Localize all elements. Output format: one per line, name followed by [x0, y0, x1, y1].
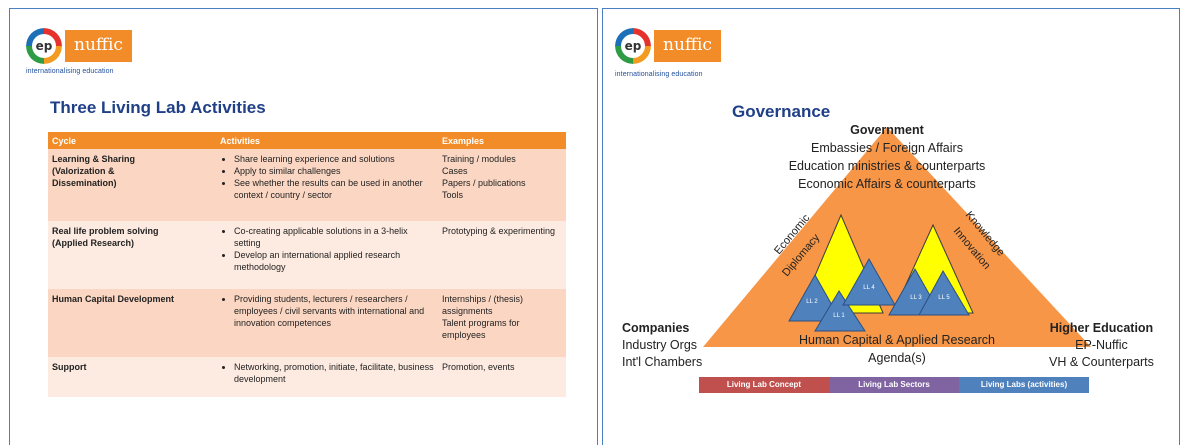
- governance-triangle: [703, 127, 1091, 347]
- table-row: Human Capital Development Providing stud…: [48, 289, 566, 357]
- list-item: Share learning experience and solutions: [234, 153, 434, 165]
- ll-3-label: LL 3: [910, 295, 922, 301]
- government-line: Education ministries & counterparts: [788, 159, 986, 173]
- cycle-cell: Real life problem solving (Applied Resea…: [48, 221, 216, 289]
- slide-living-lab-activities: ep nuffic internationalising education T…: [9, 8, 598, 445]
- governance-triangle-diagram: LL 2 LL 1 LL 4 LL 3 LL 5 Economic Diplom…: [703, 127, 1091, 347]
- higher-education-heading: Higher Education: [1049, 321, 1154, 335]
- list-item: Co-creating applicable solutions in a 3-…: [234, 225, 434, 249]
- list-item: Apply to similar challenges: [234, 165, 434, 177]
- ep-nuffic-logo: ep nuffic: [26, 28, 132, 64]
- living-lab-4-icon: [842, 257, 896, 306]
- companies-block: Companies Industry Orgs Int'l Chambers: [622, 321, 703, 369]
- ll-5-label: LL 5: [938, 295, 950, 301]
- table-row: Real life problem solving (Applied Resea…: [48, 221, 566, 289]
- higher-education-block: Higher Education EP-Nuffic VH & Counterp…: [1049, 321, 1154, 369]
- examples-cell: Internships / (thesis) assignments Talen…: [438, 289, 566, 357]
- government-line: Economic Affairs & counterparts: [798, 177, 976, 191]
- cycle-cell: Support: [48, 357, 216, 397]
- cycle-cell: Learning & Sharing (Valorization & Disse…: [48, 149, 216, 221]
- slide-title: Three Living Lab Activities: [50, 98, 266, 117]
- column-header-cycle: Cycle: [48, 132, 216, 149]
- living-lab-1-icon: [814, 290, 866, 332]
- list-item: Networking, promotion, initiate, facilit…: [234, 361, 434, 385]
- nuffic-wordmark: nuffic: [65, 30, 132, 62]
- activities-cell: Co-creating applicable solutions in a 3-…: [216, 221, 438, 289]
- slide-title: Governance: [732, 102, 831, 121]
- logo-tagline: internationalising education: [615, 71, 703, 78]
- ll-2-label: LL 2: [806, 299, 818, 305]
- activities-table: Cycle Activities Examples Learning & Sha…: [48, 132, 566, 397]
- activities-cell: Providing students, lecturers / research…: [216, 289, 438, 357]
- living-lab-5-icon: [918, 269, 970, 316]
- column-header-examples: Examples: [438, 132, 566, 149]
- ll-1-label: LL 1: [833, 313, 845, 319]
- legend-living-lab-concept: Living Lab Concept: [699, 377, 829, 393]
- examples-cell: Promotion, events: [438, 357, 566, 397]
- government-line: Embassies / Foreign Affairs: [811, 141, 963, 155]
- legend-living-lab-sectors: Living Lab Sectors: [829, 377, 959, 393]
- examples-cell: Prototyping & experimenting: [438, 221, 566, 289]
- column-header-activities: Activities: [216, 132, 438, 149]
- government-heading: Government: [850, 123, 924, 137]
- human-capital-agenda: Human Capital & Applied Research Agenda(…: [799, 333, 995, 365]
- ll-4-label: LL 4: [863, 285, 875, 291]
- table-row: Support Networking, promotion, initiate,…: [48, 357, 566, 397]
- ep-logo-icon: ep: [615, 28, 651, 64]
- ep-logo-icon: ep: [26, 28, 62, 64]
- ep-nuffic-logo: ep nuffic: [615, 28, 721, 64]
- examples-cell: Training / modules Cases Papers / public…: [438, 149, 566, 221]
- logo-tagline: internationalising education: [26, 68, 114, 75]
- list-item: Providing students, lecturers / research…: [234, 293, 434, 329]
- cycle-cell: Human Capital Development: [48, 289, 216, 357]
- legend-living-labs-activities: Living Labs (activities): [959, 377, 1089, 393]
- slide-governance: ep nuffic internationalising education G…: [602, 8, 1180, 445]
- table-row: Learning & Sharing (Valorization & Disse…: [48, 149, 566, 221]
- activities-cell: Share learning experience and solutions …: [216, 149, 438, 221]
- nuffic-wordmark: nuffic: [654, 30, 721, 62]
- companies-heading: Companies: [622, 321, 690, 335]
- list-item: Develop an international applied researc…: [234, 249, 434, 273]
- activities-cell: Networking, promotion, initiate, facilit…: [216, 357, 438, 397]
- living-lab-legend: Living Lab Concept Living Lab Sectors Li…: [699, 377, 1089, 393]
- list-item: See whether the results can be used in a…: [234, 177, 434, 201]
- government-block: Government Embassies / Foreign Affairs E…: [767, 121, 1007, 193]
